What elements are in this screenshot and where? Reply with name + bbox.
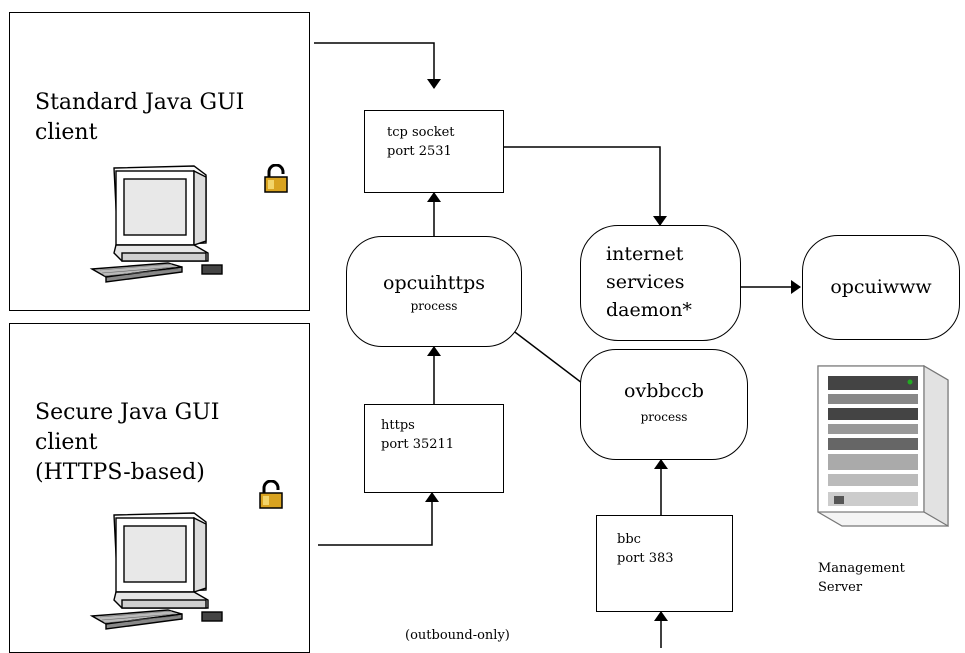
outbound-only-label: (outbound-only) — [405, 628, 510, 643]
arrow-secure-to-https — [318, 492, 439, 546]
arrow-standard-to-tcp — [314, 42, 441, 89]
standard-client-box: Standard Java GUI client — [9, 12, 310, 311]
secure-client-label: Secure Java GUI client (HTTPS-based) — [35, 400, 220, 485]
ovbbccb-sub: process — [640, 410, 688, 424]
opcuiwww-name: opcuiwww — [830, 276, 932, 298]
computer-icon — [89, 165, 223, 283]
ovbbccb-name: ovbbccb — [624, 380, 704, 402]
bbc-port-label: bbc port 383 — [617, 532, 674, 566]
bbc-port-box: bbc port 383 — [596, 515, 733, 612]
padlock-icon — [259, 480, 283, 509]
padlock-icon — [264, 164, 288, 193]
opcuihttps-name: opcuihttps — [383, 272, 485, 294]
arrow-tcp-to-inetd — [504, 146, 667, 226]
internet-services-daemon-label: internet services daemon* — [606, 243, 692, 321]
computer-icon — [89, 512, 223, 630]
server-tower-icon — [817, 364, 949, 528]
opcuiwww-process: opcuiwww — [802, 235, 960, 340]
https-port-label: https port 35211 — [381, 418, 455, 452]
standard-client-label: Standard Java GUI client — [35, 90, 245, 145]
opcuihttps-sub: process — [410, 299, 458, 313]
opcuihttps-process: opcuihttps process — [346, 236, 522, 347]
tcp-socket-port-box: tcp socket port 2531 — [364, 110, 504, 193]
tcp-socket-port-label: tcp socket port 2531 — [387, 125, 455, 159]
ovbbccb-process: ovbbccb process — [580, 349, 748, 460]
management-server-label: Management Server — [818, 561, 905, 595]
internet-services-daemon: internet services daemon* — [580, 225, 741, 341]
https-port-box: https port 35211 — [364, 404, 504, 493]
arrow-ovbbccb-to-opcuihttps — [506, 325, 583, 384]
